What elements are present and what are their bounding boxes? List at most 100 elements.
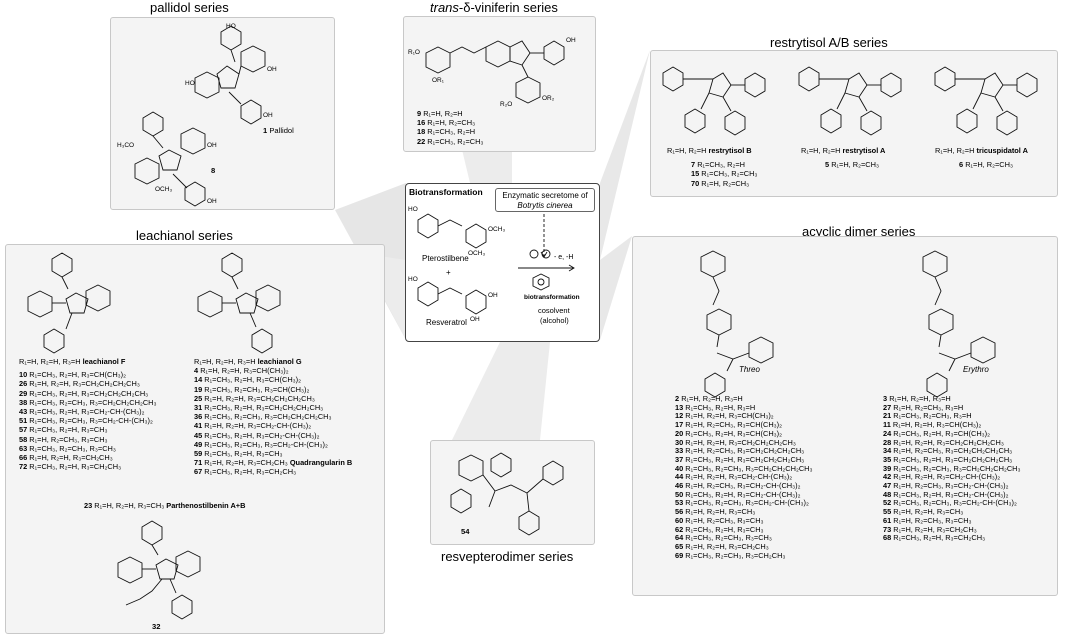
list-item: 9 R₁=H, R₂=H xyxy=(417,109,463,118)
list-item: 12 R₁=H, R₂=H, R₃=CH(CH₃)₂ xyxy=(675,411,774,421)
restrytisol-a-list: R₁=H, R₂=H restrytisol A 5 R₁=H, R₂=CH₃ xyxy=(801,146,885,169)
list-item: R₁=H, R₂=H, R₃=H leachianol F xyxy=(19,357,126,366)
list-item: R₁=H, R₂=H tricuspidatol A xyxy=(935,146,1028,155)
restrytisol-b-list: R₁=H, R₂=H restrytisol B 7 R₁=CH₃, R₂=H … xyxy=(667,146,757,188)
leachianol-g-list: R₁=H, R₂=H, R₃=H leachianol G 4 R₁=H, R₂… xyxy=(194,357,352,477)
ho-label: HO xyxy=(226,23,236,30)
list-item: 27 R₁=H, R₂=CH₃, R₃=H xyxy=(883,402,964,412)
och3-label: OCH₃ xyxy=(488,226,506,233)
threo-label: Threo xyxy=(739,365,760,374)
ho-label: HO xyxy=(408,276,418,283)
oh-label: OH xyxy=(267,66,277,73)
list-item: 28 R₁=H, R₂=H, R₃=CH₂CH₂CH₂CH₃ xyxy=(883,437,1004,447)
compound-32-label: 32 xyxy=(152,622,161,631)
list-item: 66 R₁=H, R₂=H, R₃=CH₂CH₃ xyxy=(19,453,113,463)
viniferin-panel: R₁O OR₁ OH R₂O OR₂ 9 R₁=H, R₂=H 16 R₁=H,… xyxy=(403,16,596,152)
pterostilbene-label: Pterostilbene xyxy=(422,254,469,263)
list-item: 21 R₁=CH₃, R₂=CH₃, R₃=H xyxy=(883,411,972,421)
or2-label: OR₂ xyxy=(542,95,555,102)
list-item: 24 R₁=CH₃, R₂=H, R₃=CH(CH₃)₂ xyxy=(883,428,991,438)
list-item: 69 R₁=CH₃, R₂=CH₃, R₃=CH₂CH₃ xyxy=(675,550,786,560)
or1-label: OR₁ xyxy=(432,77,444,84)
viniferin-structure xyxy=(425,40,565,104)
list-item: 50 R₁=CH₃, R₂=H, R₃=CH₂-CH-(CH₃)₂ xyxy=(675,489,801,499)
oh-label: OH xyxy=(488,292,498,299)
list-item: 70 R₁=H, R₂=CH₃ xyxy=(691,178,750,188)
list-item: 61 R₁=H, R₂=CH₃, R₃=CH₃ xyxy=(883,515,972,525)
list-item: 45 R₁=CH₃, R₂=H, R₃=CH₂-CH-(CH₃)₂ xyxy=(194,430,320,440)
list-item: 26 R₁=H, R₂=H, R₃=CH₂CH₂CH₂CH₃ xyxy=(19,379,140,389)
list-item: 56 R₁=H, R₂=H, R₃=CH₃ xyxy=(675,507,756,517)
alcohol-label: (alcohol) xyxy=(540,316,569,325)
biotransformation-scheme xyxy=(417,213,575,315)
biotransformation-step-label: biotransformation xyxy=(524,294,580,301)
list-item: 51 R₁=CH₃, R₂=CH₃, R₃=CH₂-CH-(CH₃)₂ xyxy=(19,416,153,426)
pallidol-series-title: pallidol series xyxy=(150,0,229,15)
list-item: 48 R₁=CH₃, R₂=H, R₃=CH₂-CH-(CH₃)₂ xyxy=(883,489,1009,499)
list-item: 39 R₁=CH₃, R₂=CH₃, R₃=CH₂CH₂CH₂CH₃ xyxy=(883,463,1021,473)
oh-label: OH xyxy=(470,316,480,323)
list-item: 49 R₁=CH₃, R₂=CH₃, R₃=CH₂-CH-(CH₃)₂ xyxy=(194,439,328,449)
list-item: 4 R₁=H, R₂=H, R₃=CH(CH₃)₂ xyxy=(194,366,289,376)
ho-label: HO xyxy=(185,80,195,87)
list-item: 71 R₁=H, R₂=H, R₃=CH₂CH₃ Quadrangularin … xyxy=(194,458,353,468)
list-item: 38 R₁=CH₃, R₂=CH₃, R₃=CH₂CH₂CH₂CH₃ xyxy=(19,397,157,407)
list-item: 59 R₁=CH₃, R₂=H, R₃=CH₃ xyxy=(194,449,283,459)
cosolvent-label: cosolvent xyxy=(538,306,570,315)
list-item: 16 R₁=H, R₂=CH₃ xyxy=(417,118,476,128)
erythro-list: 3 R₁=H, R₂=H, R₃=H 27 R₁=H, R₂=CH₃, R₃=H… xyxy=(883,394,1021,543)
list-item: 41 R₁=H, R₂=H, R₃=CH₂-CH-(CH₃)₂ xyxy=(194,421,312,431)
list-item: 57 R₁=CH₃, R₂=H, R₃=CH₃ xyxy=(19,425,108,435)
biotransformation-box: Biotransformation Enzymatic secretome of… xyxy=(405,183,600,342)
resvepterodimer-series-title: resvepterodimer series xyxy=(441,549,574,564)
list-item: 40 R₁=CH₃, R₂=CH₃, R₃=CH₂CH₂CH₂CH₃ xyxy=(675,463,813,473)
list-item: 55 R₁=H, R₂=H, R₃=CH₃ xyxy=(883,507,964,517)
restrytisol-panel: R₁=H, R₂=H restrytisol B 7 R₁=CH₃, R₂=H … xyxy=(650,50,1058,197)
resveratrol-label: Resveratrol xyxy=(426,318,467,327)
oh-label: OH xyxy=(207,142,217,149)
list-item: 3 R₁=H, R₂=H, R₃=H xyxy=(883,394,951,403)
list-item: 37 R₁=CH₃, R₂=H, R₃=CH₂CH₂CH₂CH₃ xyxy=(675,454,805,464)
list-item: 31 R₁=CH₃, R₂=H, R₃=CH₂CH₂CH₂CH₃ xyxy=(194,403,324,413)
erythro-label: Erythro xyxy=(963,365,989,374)
list-item: R₁=H, R₂=H, R₃=H leachianol G xyxy=(194,357,302,366)
r2o-label: R₂O xyxy=(500,101,513,108)
list-item: 43 R₁=CH₃, R₂=H, R₃=CH₂-CH-(CH₃)₂ xyxy=(19,407,145,417)
list-item: 10 R₁=CH₃, R₂=H, R₃=CH(CH₃)₂ xyxy=(19,370,127,380)
list-item: 35 R₁=CH₃, R₂=H, R₃=CH₂CH₂CH₂CH₃ xyxy=(883,454,1013,464)
list-item: 6 R₁=H, R₂=CH₃ xyxy=(959,160,1013,170)
ho-label: HO xyxy=(408,206,418,213)
list-item: 63 R₁=CH₃, R₂=CH₃, R₃=CH₃ xyxy=(19,443,116,453)
electron-transfer-label: - e, -H xyxy=(554,254,574,261)
list-item: 25 R₁=H, R₂=H, R₃=CH₂CH₂CH₂CH₃ xyxy=(194,393,315,403)
list-item: 73 R₁=H, R₂=H, R₃=CH₂CH₃ xyxy=(883,524,977,534)
oh-label: OH xyxy=(207,198,217,205)
list-item: 58 R₁=H, R₂=CH₃, R₃=CH₃ xyxy=(19,434,108,444)
compound-1-label: 1 Pallidol xyxy=(263,126,294,135)
list-item: 68 R₁=CH₃, R₂=H, R₃=CH₂CH₃ xyxy=(883,533,986,543)
biotransformation-title: Biotransformation xyxy=(409,187,483,197)
list-item: 13 R₁=CH₃, R₂=H, R₃=H xyxy=(675,402,756,412)
list-item: 47 R₁=H, R₂=CH₃, R₃=CH₂-CH-(CH₃)₂ xyxy=(883,481,1009,491)
list-item: 20 R₁=CH₃, R₂=H, R₃=CH(CH₃)₂ xyxy=(675,428,783,438)
viniferin-variant-list: 9 R₁=H, R₂=H 16 R₁=H, R₂=CH₃ 18 R₁=CH₃, … xyxy=(417,109,483,146)
oh-label: OH xyxy=(566,37,576,44)
leachianol-f-list: R₁=H, R₂=H, R₃=H leachianol F 10 R₁=CH₃,… xyxy=(19,357,157,471)
list-item: 11 R₁=H, R₂=H, R₃=CH(CH₃)₂ xyxy=(883,420,982,430)
compound-8-label: 8 xyxy=(211,166,216,175)
restrytisol-structures xyxy=(662,66,1038,136)
plus-sign: + xyxy=(446,268,451,277)
tricuspidatol-list: R₁=H, R₂=H tricuspidatol A 6 R₁=H, R₂=CH… xyxy=(935,146,1028,169)
list-item: 42 R₁=H, R₂=H, R₃=CH₂-CH-(CH₃)₂ xyxy=(883,472,1001,482)
r1o-label: R₁O xyxy=(408,49,420,56)
list-item: 65 R₁=H, R₂=H, R₃=CH₂CH₃ xyxy=(675,541,769,551)
list-item: 30 R₁=H, R₂=H, R₃=CH₂CH₂CH₂CH₃ xyxy=(675,437,796,447)
list-item: 67 R₁=CH₃, R₂=H, R₃=CH₂CH₃ xyxy=(194,467,297,477)
list-item: 15 R₁=CH₃, R₂=CH₃ xyxy=(691,169,758,179)
compound-54-label: 54 xyxy=(461,527,470,536)
list-item: R₁=H, R₂=H restrytisol B xyxy=(667,146,752,155)
leachianol-structures xyxy=(27,252,281,620)
list-item: 14 R₁=CH₃, R₂=H, R₃=CH(CH₃)₂ xyxy=(194,375,302,385)
list-item: 34 R₁=H, R₂=CH₃, R₃=CH₂CH₂CH₂CH₃ xyxy=(883,446,1013,456)
list-item: 72 R₁=CH₃, R₂=H, R₃=CH₂CH₃ xyxy=(19,462,122,472)
